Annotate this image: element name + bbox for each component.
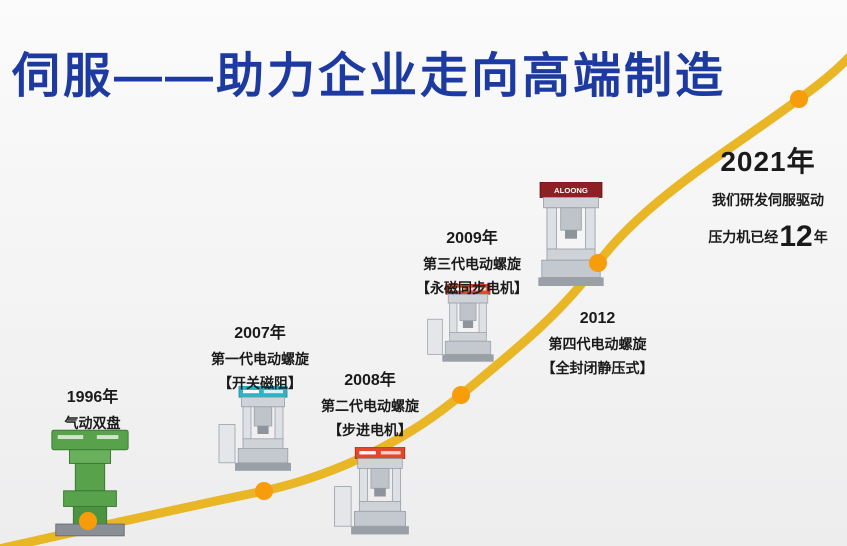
milestone-2009: 2009年 第三代电动螺旋 【永磁同步电机】 bbox=[398, 227, 546, 299]
milestone-year: 2008年 bbox=[344, 372, 396, 389]
milestone-caption-line1: 我们研发伺服驱动 bbox=[712, 192, 824, 208]
milestone-spec: 【永磁同步电机】 bbox=[416, 280, 528, 297]
milestone-dot-2007 bbox=[255, 482, 273, 500]
milestone-year: 2007年 bbox=[234, 325, 286, 342]
milestone-year: 2009年 bbox=[446, 230, 498, 247]
milestone-year: 2012 bbox=[579, 310, 616, 327]
machine-1996-pneumatic-press bbox=[51, 429, 129, 537]
milestone-spec: 【步进电机】 bbox=[328, 422, 412, 439]
milestone-name: 第四代电动螺旋 bbox=[548, 336, 647, 353]
page-title: 伺服——助力企业走向高端制造 bbox=[12, 50, 727, 103]
milestone-name: 第一代电动螺旋 bbox=[211, 351, 309, 368]
milestone-year: 1996年 bbox=[66, 389, 119, 406]
milestone-2008: 2008年 第二代电动螺旋 【步进电机】 bbox=[300, 369, 440, 441]
machine-2007-press bbox=[218, 386, 291, 471]
milestone-dot-2008 bbox=[452, 386, 470, 404]
machine-2008-press bbox=[334, 447, 409, 535]
milestone-2012: 2012 第四代电动螺旋 【全封闭静压式】 bbox=[530, 307, 665, 379]
caption-prefix: 压力机已经 bbox=[708, 229, 779, 245]
milestone-name: 气动双盘 bbox=[64, 415, 121, 432]
milestone-2021: 2021年 我们研发伺服驱动 压力机已经12年 bbox=[692, 140, 844, 254]
milestone-caption-line2: 压力机已经12年 bbox=[692, 220, 844, 254]
machine-brand-label: ALOONG bbox=[554, 186, 588, 195]
caption-suffix: 年 bbox=[813, 229, 828, 245]
milestone-spec: 【全封闭静压式】 bbox=[541, 360, 654, 377]
milestone-1996: 1996年 气动双盘 bbox=[35, 386, 150, 433]
milestone-name: 第二代电动螺旋 bbox=[321, 398, 419, 415]
caption-big-number: 12 bbox=[779, 220, 813, 253]
milestone-year: 2021年 bbox=[720, 146, 816, 177]
milestone-name: 第三代电动螺旋 bbox=[423, 256, 521, 273]
